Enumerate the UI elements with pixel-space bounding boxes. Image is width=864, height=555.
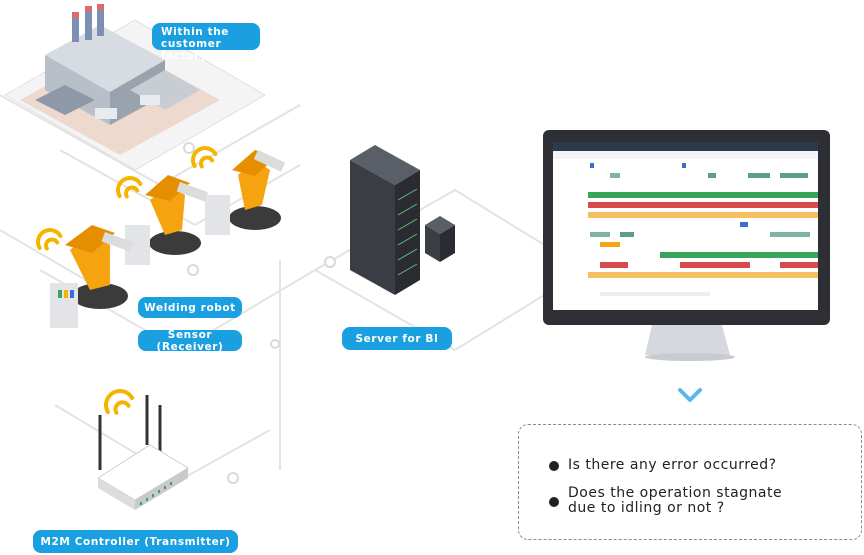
questions-box: Is there any error occurred? Does the op… [518,424,862,540]
connection-nodes [183,142,336,484]
question-idling: Does the operation stagnate due to idlin… [568,486,782,516]
bullet-icon [549,461,559,471]
welding-robots-icon [50,150,286,328]
sensor-label: Sensor (Receiver) [138,329,242,353]
welding-robot-label: Welding robot [138,297,242,318]
m2m-controller-label: M2M Controller (Transmitter) [33,530,238,553]
factory-label-line-2: customer factory [161,38,222,62]
bullet-icon [549,497,559,507]
monitor-icon [543,130,830,361]
server-rack-icon [350,145,455,295]
router-icon [97,395,189,510]
factory-label-line-1: Within the [161,26,230,38]
server-label: Server for BI [342,327,452,350]
question-error: Is there any error occurred? [568,458,777,473]
question-2-line-2: due to idling or not ? [568,500,725,516]
factory-icon [3,4,267,171]
wifi-icons [36,146,218,415]
factory-label: Within the customer factory [152,23,260,62]
chevron-down-icon [678,388,702,402]
question-1-line-1: Is there any error occurred? [568,457,777,473]
dashboard-bars [588,163,818,296]
question-2-line-1: Does the operation stagnate [568,485,783,501]
